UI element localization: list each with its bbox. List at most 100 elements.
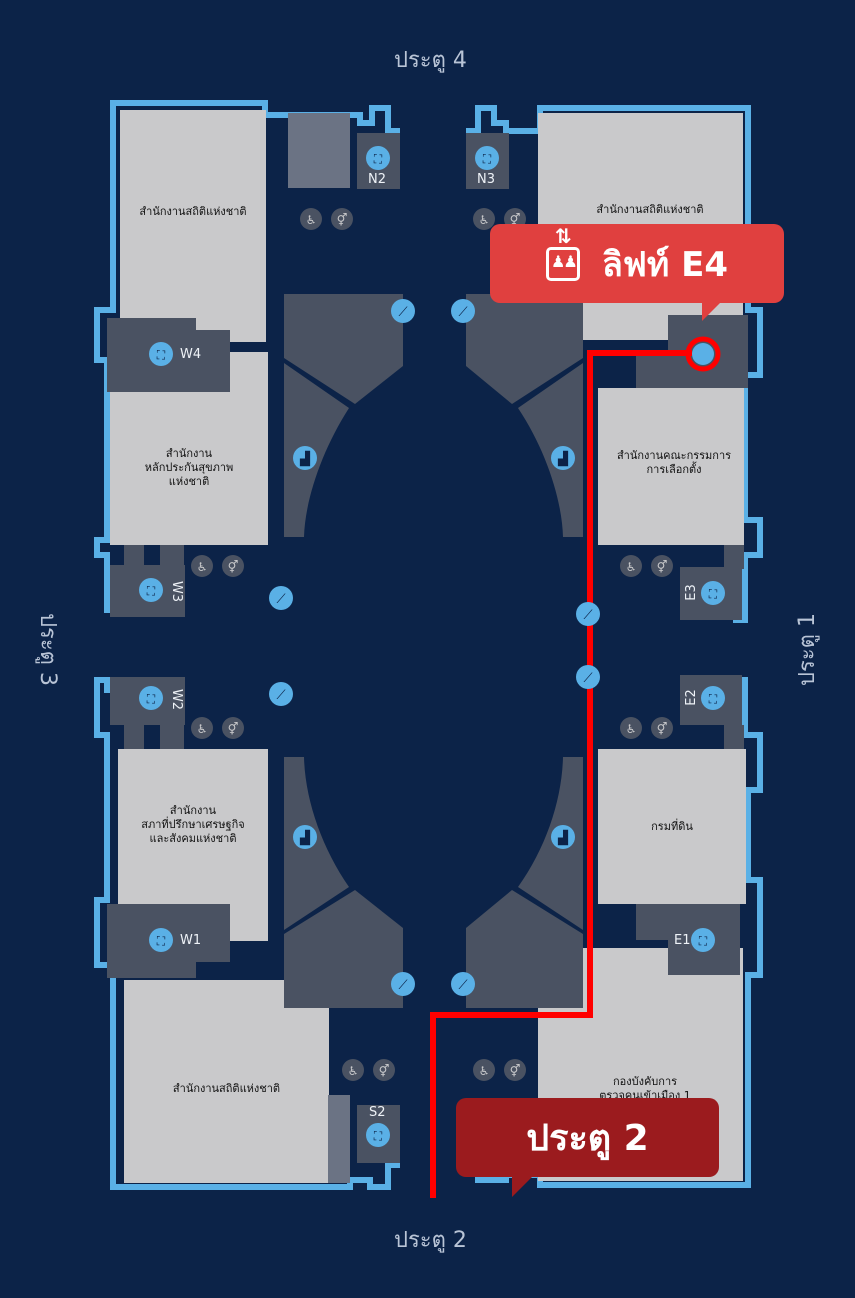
elevator-icon xyxy=(692,343,714,365)
wheelchair-icon xyxy=(473,1059,495,1081)
restroom-icon xyxy=(222,555,244,577)
east-outline-top xyxy=(466,105,763,623)
atrium-block-wl2 xyxy=(284,757,349,930)
svg-text:▟: ▟ xyxy=(557,829,569,846)
elevator-icon xyxy=(701,581,725,605)
svg-text:⚥: ⚥ xyxy=(510,213,521,227)
stairs-icon xyxy=(293,825,317,849)
west-outline-top xyxy=(94,100,400,613)
svg-text:⟋: ⟋ xyxy=(276,688,286,703)
svg-text:♿: ♿ xyxy=(197,560,208,574)
elevator-code-n2: N2 xyxy=(368,172,386,187)
elevator-code-n3: N3 xyxy=(477,172,495,187)
west-outline-bottom xyxy=(94,677,400,1190)
elevator-icons xyxy=(139,146,725,1147)
gate-west-label: ประตู 3 xyxy=(34,613,60,686)
escalator-icon xyxy=(269,586,293,610)
elevator-icon xyxy=(149,928,173,952)
elevator-callout-label: ลิฟท์ E4 xyxy=(601,244,729,285)
svg-text:⛶: ⛶ xyxy=(482,152,492,166)
elevator-code-e1: E1 xyxy=(674,933,691,948)
atrium-block-se xyxy=(466,890,583,1008)
svg-text:⟋: ⟋ xyxy=(398,978,408,993)
escalator-icon xyxy=(451,299,475,323)
core-e3b xyxy=(724,545,744,569)
atrium-block-sw xyxy=(284,890,403,1008)
escalator-icon xyxy=(391,972,415,996)
escalator-icon xyxy=(391,299,415,323)
svg-text:⟋: ⟋ xyxy=(458,305,468,320)
elevator-icon xyxy=(366,1123,390,1147)
atrium-block-el xyxy=(518,363,583,537)
escalator-icon xyxy=(451,972,475,996)
svg-text:♿: ♿ xyxy=(197,722,208,736)
wheelchair-icon xyxy=(473,208,495,230)
office-label: สำนักงาน สภาที่ปรึกษาเศรษฐกิจ และสังคมแห… xyxy=(141,804,245,845)
svg-text:⛶: ⛶ xyxy=(156,934,166,948)
restroom-icon xyxy=(373,1059,395,1081)
storage-block xyxy=(288,113,350,188)
gate-north-label: ประตู 4 xyxy=(394,48,467,73)
svg-text:▟: ▟ xyxy=(299,829,311,846)
svg-text:▟: ▟ xyxy=(299,450,311,467)
entrance-callout-label: ประตู 2 xyxy=(526,1118,649,1159)
svg-text:⛶: ⛶ xyxy=(373,152,383,166)
elevator-icon xyxy=(701,686,725,710)
core-e2b xyxy=(724,725,744,749)
core-w2c xyxy=(160,725,184,749)
elevator-icon xyxy=(139,686,163,710)
svg-text:⛶: ⛶ xyxy=(146,584,156,598)
svg-text:⛶: ⛶ xyxy=(373,1129,383,1143)
core-w3c xyxy=(160,545,184,567)
elevator-code-w4: W4 xyxy=(180,347,202,362)
elevator-e4-callout: ลิฟท์ E4 xyxy=(490,224,784,321)
storage-block-s xyxy=(328,1095,350,1183)
svg-text:♿: ♿ xyxy=(306,213,317,227)
restroom-icon xyxy=(504,1059,526,1081)
elevator-icon xyxy=(545,224,580,281)
svg-text:⟋: ⟋ xyxy=(276,592,286,607)
svg-text:⚥: ⚥ xyxy=(379,1064,390,1078)
svg-text:⟋: ⟋ xyxy=(398,305,408,320)
svg-text:⚥: ⚥ xyxy=(228,722,239,736)
office-nw-top xyxy=(120,110,266,342)
office-label: สำนักงานคณะกรรมการ การเลือกตั้ง xyxy=(616,449,732,476)
restroom-icon xyxy=(331,208,353,230)
atrium-block-el2 xyxy=(518,757,583,930)
wheelchair-icon xyxy=(342,1059,364,1081)
wheelchair-icon xyxy=(191,717,213,739)
svg-text:⚥: ⚥ xyxy=(657,722,668,736)
destination-marker xyxy=(685,336,721,372)
svg-text:⛶: ⛶ xyxy=(156,348,166,362)
svg-text:▟: ▟ xyxy=(557,450,569,467)
elevator-code-s2: S2 xyxy=(369,1105,386,1120)
svg-text:♿: ♿ xyxy=(626,722,637,736)
core-e1 xyxy=(636,904,740,975)
wheelchair-icon xyxy=(620,555,642,577)
atrium-block-nw xyxy=(284,294,403,404)
elevator-code-w2: W2 xyxy=(169,688,185,711)
atrium-block-ne xyxy=(466,294,583,404)
escalator-icon xyxy=(269,682,293,706)
office-label: สำนักงานสถิติแห่งชาติ xyxy=(139,205,247,218)
restroom-icon xyxy=(651,555,673,577)
elevator-code-w1: W1 xyxy=(180,933,202,948)
office-label: กรมที่ดิน xyxy=(651,820,693,833)
wheelchair-icon xyxy=(620,717,642,739)
svg-text:⟋: ⟋ xyxy=(583,608,593,623)
svg-text:⚥: ⚥ xyxy=(228,560,239,574)
office-label: สำนักงานสถิติแห่งชาติ xyxy=(172,1082,281,1095)
office-e-land xyxy=(598,749,746,904)
entrance-callout: ประตู 2 xyxy=(456,1098,719,1197)
elevator-icon xyxy=(139,578,163,602)
elevator-code-w3: W3 xyxy=(169,580,185,603)
gate-east-label: ประตู 1 xyxy=(794,613,820,686)
elevator-icon xyxy=(149,342,173,366)
svg-text:⛶: ⛶ xyxy=(708,692,718,706)
svg-text:⚥: ⚥ xyxy=(657,560,668,574)
office-sw-stat xyxy=(124,980,329,1183)
svg-text:⛶: ⛶ xyxy=(708,587,718,601)
wheelchair-icon xyxy=(300,208,322,230)
escalator-icon xyxy=(576,665,600,689)
